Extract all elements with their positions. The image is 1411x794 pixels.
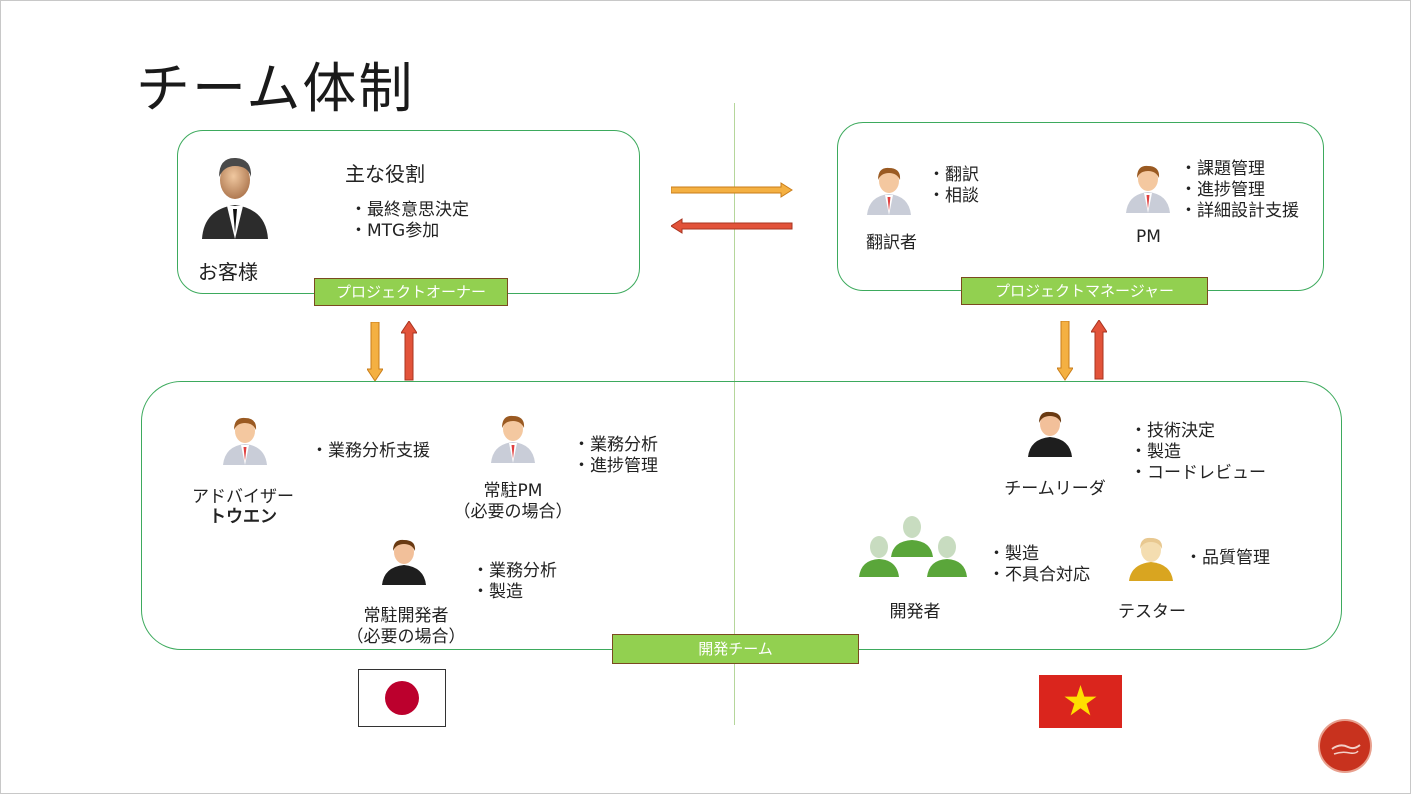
pm-label: PM xyxy=(1136,227,1161,247)
role-item: 相談 xyxy=(928,186,979,207)
advisor-icon xyxy=(223,417,267,465)
translator-icon xyxy=(867,167,911,215)
arrow-down-right xyxy=(1057,321,1073,381)
owner-roles: 最終意思決定 MTG参加 xyxy=(350,200,469,242)
owner-tag: プロジェクトオーナー xyxy=(314,278,508,306)
tester-icon xyxy=(1129,537,1173,581)
dev-team-tag: 開発チーム xyxy=(612,634,859,664)
pm-icon xyxy=(1126,165,1170,213)
resident-pm-note: （必要の場合） xyxy=(453,502,573,522)
translator-label: 翻訳者 xyxy=(866,233,917,253)
role-item: MTG参加 xyxy=(350,221,469,242)
translator-roles: 翻訳 相談 xyxy=(928,165,979,207)
japan-flag xyxy=(358,669,446,727)
vietnam-star-icon xyxy=(1064,685,1097,716)
role-item: 品質管理 xyxy=(1185,548,1270,569)
resident-pm-roles: 業務分析 進捗管理 xyxy=(573,435,658,477)
role-item: 不具合対応 xyxy=(988,565,1090,586)
resident-pm-label: 常駐PM xyxy=(483,481,543,501)
team-leader-label: チームリーダ xyxy=(1004,479,1106,499)
role-item: 課題管理 xyxy=(1180,159,1299,180)
role-item: 進捗管理 xyxy=(1180,180,1299,201)
arrow-up-right xyxy=(1091,320,1107,380)
role-item: 製造 xyxy=(988,544,1090,565)
pm-tag: プロジェクトマネージャー xyxy=(961,277,1208,305)
resident-pm-icon xyxy=(491,415,535,463)
resident-dev-roles: 業務分析 製造 xyxy=(472,561,557,603)
role-item: 製造 xyxy=(1130,442,1266,463)
role-item: 技術決定 xyxy=(1130,421,1266,442)
role-item: 業務分析 xyxy=(573,435,658,456)
role-item: 業務分析 xyxy=(472,561,557,582)
role-heading: 主な役割 xyxy=(345,162,425,186)
japan-flag-sun xyxy=(385,681,419,715)
role-item: 進捗管理 xyxy=(573,456,658,477)
role-item: 詳細設計支援 xyxy=(1180,201,1299,222)
arrow-left-to-owner xyxy=(671,218,793,234)
advisor-name: トウエン xyxy=(209,507,277,527)
resident-dev-icon xyxy=(382,539,426,585)
developers-label: 開発者 xyxy=(889,602,941,622)
advisor-label: アドバイザー xyxy=(192,487,294,507)
role-item: 翻訳 xyxy=(928,165,979,186)
resident-dev-note: （必要の場合） xyxy=(346,627,466,647)
resident-dev-label: 常駐開発者 xyxy=(363,606,449,626)
developers-roles: 製造 不具合対応 xyxy=(988,544,1090,586)
arrow-down-left xyxy=(367,322,383,382)
arrow-right-to-pm xyxy=(671,182,793,198)
team-leader-icon xyxy=(1028,411,1072,457)
team-leader-roles: 技術決定 製造 コードレビュー xyxy=(1130,421,1266,484)
role-item: コードレビュー xyxy=(1130,463,1266,484)
tester-roles: 品質管理 xyxy=(1185,548,1270,569)
role-item: 製造 xyxy=(472,582,557,603)
businessman-icon xyxy=(202,157,268,239)
country-divider xyxy=(734,103,735,725)
customer-label: お客様 xyxy=(198,260,258,284)
role-item: 最終意思決定 xyxy=(350,200,469,221)
role-item: 業務分析支援 xyxy=(311,441,430,462)
pm-roles: 課題管理 進捗管理 詳細設計支援 xyxy=(1180,159,1299,222)
vietnam-flag xyxy=(1039,675,1122,728)
tester-label: テスター xyxy=(1118,602,1186,622)
group-icon xyxy=(859,516,967,577)
page-title: チーム体制 xyxy=(136,57,415,120)
company-logo-icon xyxy=(1318,719,1372,773)
advisor-roles: 業務分析支援 xyxy=(311,441,430,462)
arrow-up-left xyxy=(401,321,417,381)
